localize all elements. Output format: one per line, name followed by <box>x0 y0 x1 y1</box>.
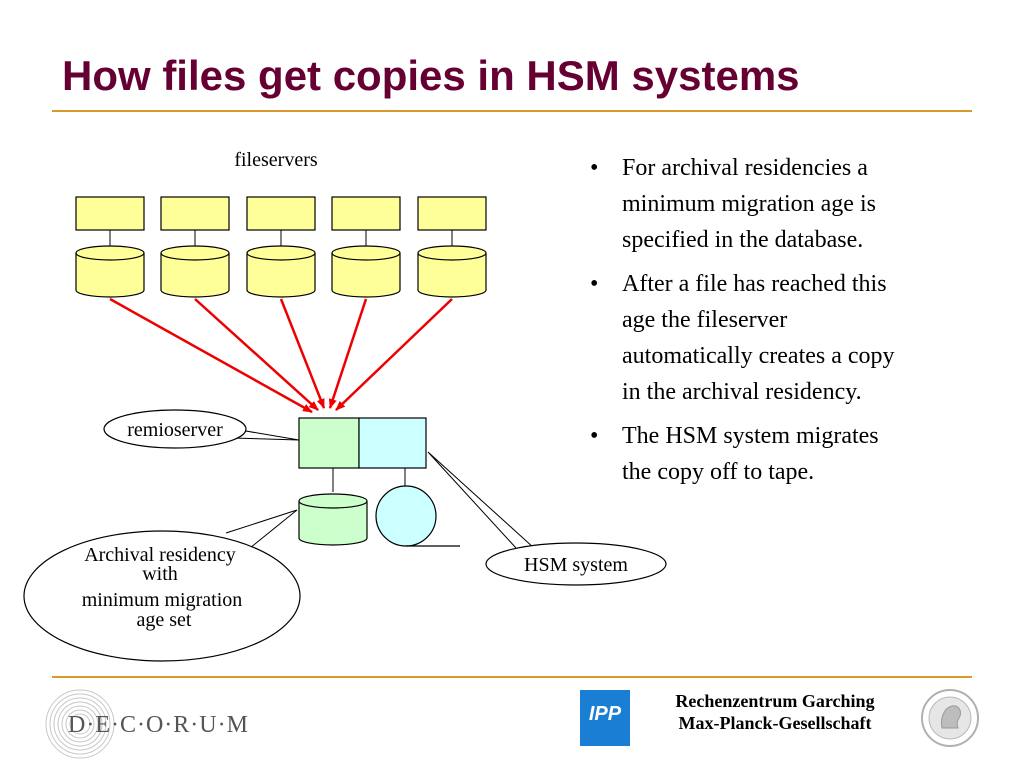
bullet-line: After a file has reached this <box>622 271 887 297</box>
bullet-line: minimum migration age is <box>622 191 876 217</box>
bullet-line: age the fileserver <box>622 307 788 333</box>
archival-label-line-4: age set <box>137 609 192 631</box>
fileserver-2 <box>160 196 230 298</box>
remioserver-label: remioserver <box>127 419 223 441</box>
fileserver-disk <box>75 245 145 298</box>
slide-title: How files get copies in HSM systems <box>62 52 800 99</box>
hsm-label: HSM system <box>524 554 628 576</box>
fileserver-disk <box>331 245 401 298</box>
fileserver-box <box>246 196 316 231</box>
bullet-line: in the archival residency. <box>622 379 862 405</box>
copy-arrow-1 <box>109 297 313 414</box>
remioserver <box>298 417 427 469</box>
archival-callout-pointer <box>225 509 298 549</box>
archival-label-line-1: Archival residency <box>84 544 236 566</box>
fileserver-disk <box>246 245 316 298</box>
bullet-marker: • <box>590 155 599 181</box>
fileserver-1 <box>75 196 145 298</box>
bullet-line: the copy off to tape. <box>622 459 815 485</box>
archival-label-line-3: minimum migration <box>82 589 243 611</box>
copy-arrow-2 <box>194 298 319 411</box>
fileserver-box <box>417 196 487 231</box>
fileserver-box <box>331 196 401 231</box>
title-divider <box>52 110 972 112</box>
bullet-marker: • <box>590 423 599 449</box>
fileserver-box <box>160 196 230 231</box>
tape-reel <box>375 485 437 547</box>
remioserver-callout <box>103 409 247 449</box>
bullet-list: • For archival residencies a minimum mig… <box>590 150 990 498</box>
ipp-logo-icon: IPP <box>580 690 630 746</box>
minerva-seal-icon <box>921 689 979 747</box>
archival-disk <box>298 493 368 546</box>
fileserver-box <box>75 196 145 231</box>
fileserver-5 <box>417 196 487 298</box>
archival-label-line-2: with <box>142 563 178 585</box>
fileservers-label: fileservers <box>234 149 318 171</box>
bullet-line: The HSM system migrates <box>622 423 879 449</box>
bullet-line: For archival residencies a <box>622 155 868 181</box>
fileserver-4 <box>331 196 401 298</box>
copy-arrow-4 <box>328 298 368 409</box>
organization-block: Rechenzentrum Garching Max-Planck-Gesell… <box>640 690 910 734</box>
org-line-2: Max-Planck-Gesellschaft <box>678 713 872 733</box>
bullet-item: • For archival residencies a minimum mig… <box>590 150 990 258</box>
decorum-wordmark: D·E·C·O·R·U·M <box>68 712 249 738</box>
bullet-item: • The HSM system migrates the copy off t… <box>590 418 990 490</box>
fileserver-disk <box>417 245 487 298</box>
archival-server-box <box>298 417 360 469</box>
hsm-callout <box>485 542 667 586</box>
fileserver-3 <box>246 196 316 298</box>
archival-callout <box>23 530 301 662</box>
ipp-logo-text: IPP <box>589 703 622 725</box>
footer-divider <box>52 676 972 678</box>
bullet-marker: • <box>590 271 599 297</box>
bullet-item: • After a file has reached this age the … <box>590 266 990 410</box>
bullet-line: specified in the database. <box>622 227 864 253</box>
org-line-1: Rechenzentrum Garching <box>675 691 875 711</box>
copy-arrow-3 <box>279 298 326 409</box>
hsm-callout-pointer <box>427 451 535 549</box>
copy-arrow-5 <box>335 298 453 411</box>
decorum-logo-icon <box>45 689 115 759</box>
fileserver-disk <box>160 245 230 298</box>
bullet-line: automatically creates a copy <box>622 343 895 369</box>
hsm-server-box <box>358 417 427 469</box>
